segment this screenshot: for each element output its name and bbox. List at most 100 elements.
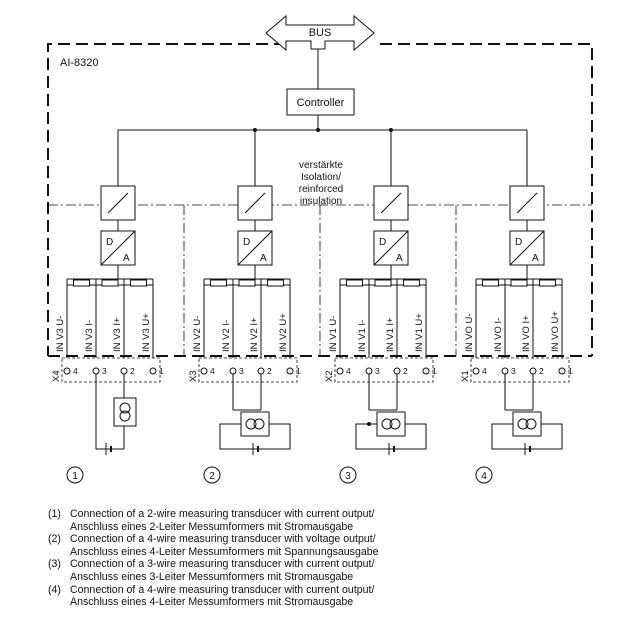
resistor bbox=[374, 279, 392, 287]
resistor bbox=[210, 279, 227, 287]
terminal-number: 1 bbox=[568, 366, 573, 376]
current-source-icon bbox=[253, 418, 265, 430]
module-outline bbox=[47, 43, 286, 356]
isolator-diagonal bbox=[516, 192, 538, 214]
terminal-number: 2 bbox=[130, 366, 135, 376]
isolator-diagonal bbox=[244, 192, 266, 214]
current-source-icon bbox=[245, 418, 257, 430]
connection-number: 4 bbox=[481, 471, 487, 482]
adc-analog-label: A bbox=[260, 253, 267, 264]
legend-text: Connection of a 3-wire measuring transdu… bbox=[70, 558, 608, 583]
adc-diagonal bbox=[509, 230, 545, 266]
connector-label: X1 bbox=[460, 370, 471, 382]
terminal-screw bbox=[92, 367, 100, 375]
junction-dot bbox=[253, 128, 257, 132]
terminal-screw bbox=[558, 367, 566, 375]
resistor bbox=[403, 279, 420, 287]
terminal-screw bbox=[393, 367, 401, 375]
terminal-screw bbox=[365, 367, 373, 375]
legend-text: Connection of a 2-wire measuring transdu… bbox=[70, 508, 608, 533]
pin-label: IN V1 I+ bbox=[385, 317, 396, 352]
device-frame bbox=[47, 43, 593, 357]
terminal-screw bbox=[229, 367, 237, 375]
terminal-number: 2 bbox=[539, 366, 544, 376]
terminal-block bbox=[61, 357, 161, 383]
terminal-screw bbox=[149, 367, 157, 375]
terminal-screw bbox=[501, 367, 509, 375]
resistor bbox=[73, 279, 90, 287]
adc-digital-label: D bbox=[243, 237, 250, 248]
controller-bus bbox=[117, 115, 528, 186]
terminal-number: 1 bbox=[296, 366, 301, 376]
pin-label: IN VO U+ bbox=[550, 311, 561, 352]
terminal-screw bbox=[472, 367, 480, 375]
current-source-icon bbox=[119, 410, 131, 422]
terminal-screw bbox=[200, 367, 208, 375]
terminal-number: 2 bbox=[403, 366, 408, 376]
junction-dot bbox=[316, 128, 320, 132]
legend-item: (1)Connection of a 2-wire measuring tran… bbox=[48, 508, 608, 533]
bus-label: BUS bbox=[309, 27, 332, 39]
connector-label: X3 bbox=[188, 370, 199, 382]
terminal-number: 4 bbox=[482, 366, 487, 376]
resistor bbox=[101, 279, 119, 287]
adc-diagonal bbox=[100, 230, 136, 266]
terminal-block bbox=[334, 357, 434, 383]
legend-item: (3) Connection of a 3-wire measuring tran… bbox=[48, 558, 608, 583]
adc-digital-label: D bbox=[379, 237, 386, 248]
pin-label: IN V2 U- bbox=[192, 316, 203, 352]
pin-label: IN V3 U- bbox=[55, 316, 66, 352]
legend-number: (4) bbox=[48, 583, 61, 596]
current-source-icon bbox=[525, 418, 537, 430]
connector-label: X4 bbox=[51, 370, 62, 382]
legend-item: (2)Connection of a 4-wire measuring tran… bbox=[48, 533, 608, 558]
resistor bbox=[267, 279, 284, 287]
pin-label: IN V2 I- bbox=[221, 320, 232, 352]
pin-label: IN VO I- bbox=[493, 318, 504, 352]
connection-number-circle bbox=[203, 466, 221, 484]
legend-line: Connection of a 3-wire measuring transdu… bbox=[70, 558, 375, 571]
controller-label: Controller bbox=[297, 97, 345, 109]
legend-line: Connection of a 2-wire measuring transdu… bbox=[70, 508, 375, 520]
legend: (1)Connection of a 2-wire measuring tran… bbox=[48, 508, 608, 609]
current-source-icon bbox=[119, 402, 131, 414]
adc-diagonal bbox=[373, 230, 409, 266]
terminal-screw bbox=[529, 367, 537, 375]
resistor bbox=[238, 279, 256, 287]
terminal-number: 1 bbox=[159, 366, 164, 376]
isolator-diagonal bbox=[380, 192, 402, 214]
legend-number: (3) bbox=[48, 558, 61, 571]
legend-line: Connection of a 4-wire measuring transdu… bbox=[70, 533, 376, 546]
legend-line: Anschluss eines 4-Leiter Messumformers m… bbox=[70, 596, 354, 609]
isolation-label-1: verstärkte bbox=[299, 160, 343, 171]
legend-text: Connection of a 4-wire measuring transdu… bbox=[70, 584, 608, 609]
isolation-label-4: insulation bbox=[300, 196, 342, 207]
resistor bbox=[482, 279, 499, 287]
connection-number-circle bbox=[339, 466, 357, 484]
adc-analog-label: A bbox=[396, 253, 403, 264]
legend-line: Anschluss eines 4-Leiter Messumformers m… bbox=[70, 545, 379, 558]
terminal-screw bbox=[422, 367, 430, 375]
pin-label: IN V3 U+ bbox=[141, 313, 152, 352]
current-source-icon bbox=[517, 418, 529, 430]
connector-label: X2 bbox=[324, 370, 335, 382]
isolation-label-3: reinforced bbox=[299, 184, 343, 195]
connection-number-circle bbox=[66, 466, 84, 484]
terminal-screw bbox=[63, 367, 71, 375]
transducer bbox=[376, 411, 406, 437]
pin-label: IN V3 I- bbox=[84, 320, 95, 352]
pin-label: IN V3 I+ bbox=[112, 317, 123, 352]
pin-label: IN V1 U- bbox=[328, 316, 339, 352]
terminal-number: 2 bbox=[267, 366, 272, 376]
adc-digital-label: D bbox=[106, 237, 113, 248]
connection-number: 1 bbox=[72, 471, 78, 482]
module-outline-right bbox=[380, 43, 593, 356]
terminal-screw bbox=[286, 367, 294, 375]
legend-item: (4) Connection of a 4-wire measuring tran… bbox=[48, 584, 608, 609]
terminal-screw bbox=[336, 367, 344, 375]
isolator-diagonal bbox=[107, 192, 129, 214]
junction-dot bbox=[389, 128, 393, 132]
connection-number: 3 bbox=[345, 471, 351, 482]
